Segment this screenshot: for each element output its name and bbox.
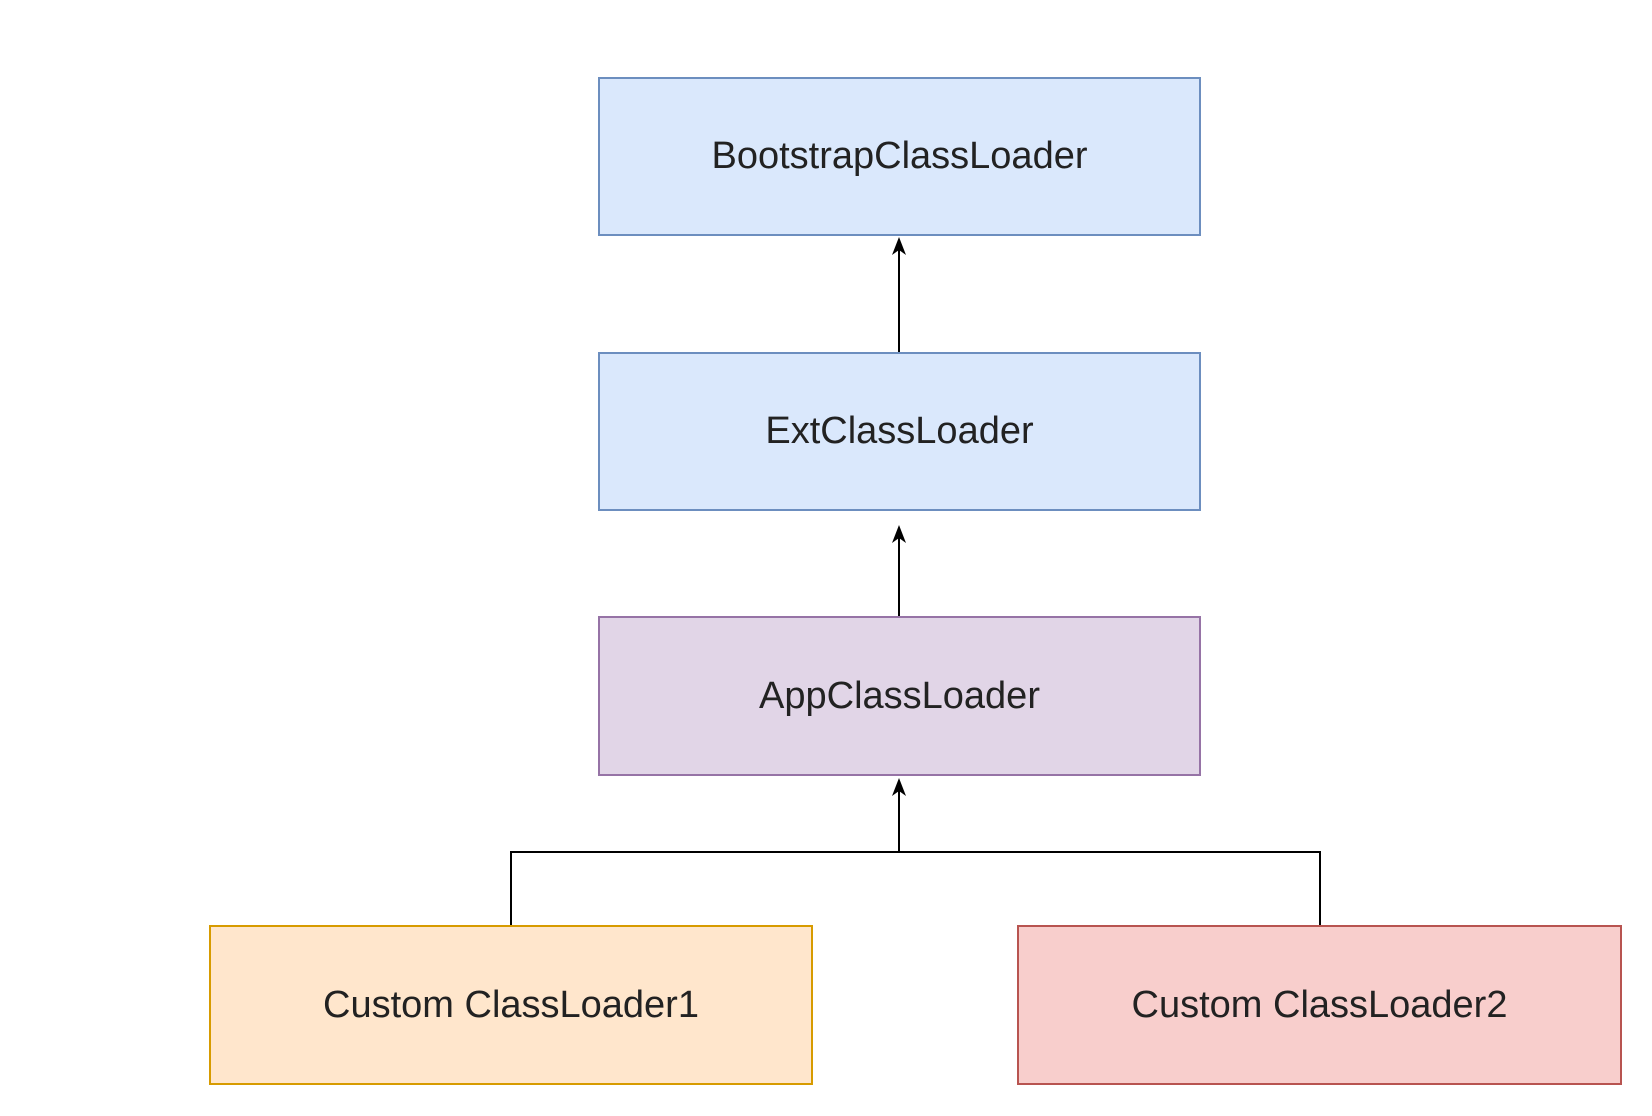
node-custom-classloader2: Custom ClassLoader2 (1017, 925, 1622, 1085)
arrowhead-bootstrap (892, 237, 906, 255)
node-label: BootstrapClassLoader (711, 135, 1088, 177)
arrowhead-app (892, 778, 906, 796)
node-label: Custom ClassLoader1 (323, 983, 699, 1026)
node-label: ExtClassLoader (765, 410, 1034, 452)
edge-custom2-to-app (899, 851, 1321, 925)
node-custom-classloader1: Custom ClassLoader1 (209, 925, 813, 1085)
node-ext-classloader: ExtClassLoader (598, 352, 1201, 511)
arrowhead-ext (892, 525, 906, 543)
node-app-classloader: AppClassLoader (598, 616, 1201, 776)
edge-custom1-to-app (510, 851, 899, 925)
node-bootstrap-classloader: BootstrapClassLoader (598, 77, 1201, 236)
node-label: AppClassLoader (759, 674, 1040, 717)
node-label: Custom ClassLoader2 (1131, 983, 1508, 1026)
